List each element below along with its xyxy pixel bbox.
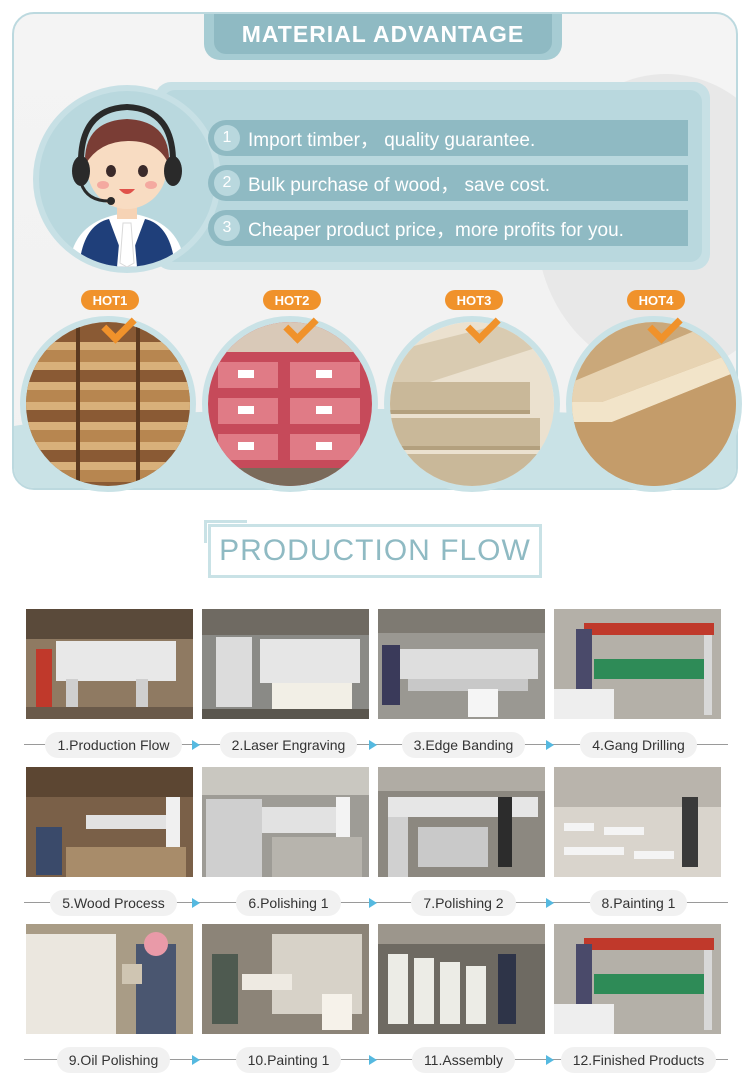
advantage-text: Bulk purchase of wood， save cost. <box>248 174 551 196</box>
arrow-right-icon <box>192 1055 200 1065</box>
mdf-panel-photo <box>566 316 742 492</box>
section-title-tab: MATERIAL ADVANTAGE <box>204 14 562 60</box>
hot-item-2[interactable]: HOT2 <box>202 288 382 492</box>
hot-badge: HOT1 <box>81 290 139 310</box>
arrow-right-icon <box>192 898 200 908</box>
arrow-right-icon <box>192 740 200 750</box>
section-title: MATERIAL ADVANTAGE <box>241 20 525 47</box>
step-photo-7 <box>378 767 545 877</box>
step-photo-12 <box>554 924 721 1034</box>
advantage-number: 3 <box>214 215 240 241</box>
step-photo-3 <box>378 609 545 719</box>
advantage-text: Cheaper product price，more profits for y… <box>248 219 624 241</box>
hot-badge: HOT3 <box>445 290 503 310</box>
hot-item-1[interactable]: HOT1 <box>20 288 200 492</box>
step-label: 5.Wood Process <box>50 890 177 916</box>
wrapped-boards-photo <box>202 316 378 492</box>
support-avatar <box>33 85 221 273</box>
step-photo-2 <box>202 609 369 719</box>
advantage-text: Import timber， quality guarantee. <box>248 129 536 151</box>
hot-badge: HOT2 <box>263 290 321 310</box>
step-label: 2.Laser Engraving <box>219 732 358 758</box>
advantage-number: 1 <box>214 125 240 151</box>
step-photo-8 <box>554 767 721 877</box>
hot-item-4[interactable]: HOT4 <box>566 288 746 492</box>
arrow-right-icon <box>546 1055 554 1065</box>
step-label: 1.Production Flow <box>45 732 182 758</box>
hot-item-3[interactable]: HOT3 <box>384 288 564 492</box>
step-photo-6 <box>202 767 369 877</box>
lumber-stack-photo <box>20 316 196 492</box>
board-edge-photo <box>384 316 560 492</box>
step-label: 11.Assembly <box>411 1047 516 1073</box>
flow-row-1: 1.Production Flow 2.Laser Engraving 3.Ed… <box>24 609 728 758</box>
arrow-right-icon <box>546 898 554 908</box>
step-photo-9 <box>26 924 193 1034</box>
step-label: 12.Finished Products <box>560 1047 717 1073</box>
step-label: 10.Painting 1 <box>235 1047 342 1073</box>
step-photo-4 <box>554 609 721 719</box>
step-label: 6.Polishing 1 <box>236 890 341 916</box>
advantage-list: 1 Import timber， quality guarantee. 2 Bu… <box>208 120 688 255</box>
step-label: 3.Edge Banding <box>401 732 526 758</box>
advantage-item: 3 Cheaper product price，more profits for… <box>208 210 688 246</box>
step-photo-5 <box>26 767 193 877</box>
production-flow-title-frame: PRODUCTION FLOW <box>204 520 542 578</box>
flow-row-3: 9.Oil Polishing 10.Painting 1 11.Assembl… <box>24 924 728 1073</box>
hot-badge: HOT4 <box>627 290 685 310</box>
production-flow-title: PRODUCTION FLOW <box>219 534 531 567</box>
advantage-number: 2 <box>214 170 240 196</box>
step-label: 4.Gang Drilling <box>580 732 697 758</box>
flow-row-2: 5.Wood Process 6.Polishing 1 7.Polishing… <box>24 767 728 916</box>
step-label: 8.Painting 1 <box>589 890 688 916</box>
step-label: 7.Polishing 2 <box>411 890 516 916</box>
arrow-right-icon <box>369 898 377 908</box>
arrow-right-icon <box>369 740 377 750</box>
step-photo-11 <box>378 924 545 1034</box>
advantage-item: 2 Bulk purchase of wood， save cost. <box>208 165 688 201</box>
advantage-item: 1 Import timber， quality guarantee. <box>208 120 688 156</box>
step-photo-10 <box>202 924 369 1034</box>
arrow-right-icon <box>369 1055 377 1065</box>
step-photo-1 <box>26 609 193 719</box>
step-label: 9.Oil Polishing <box>56 1047 171 1073</box>
arrow-right-icon <box>546 740 554 750</box>
